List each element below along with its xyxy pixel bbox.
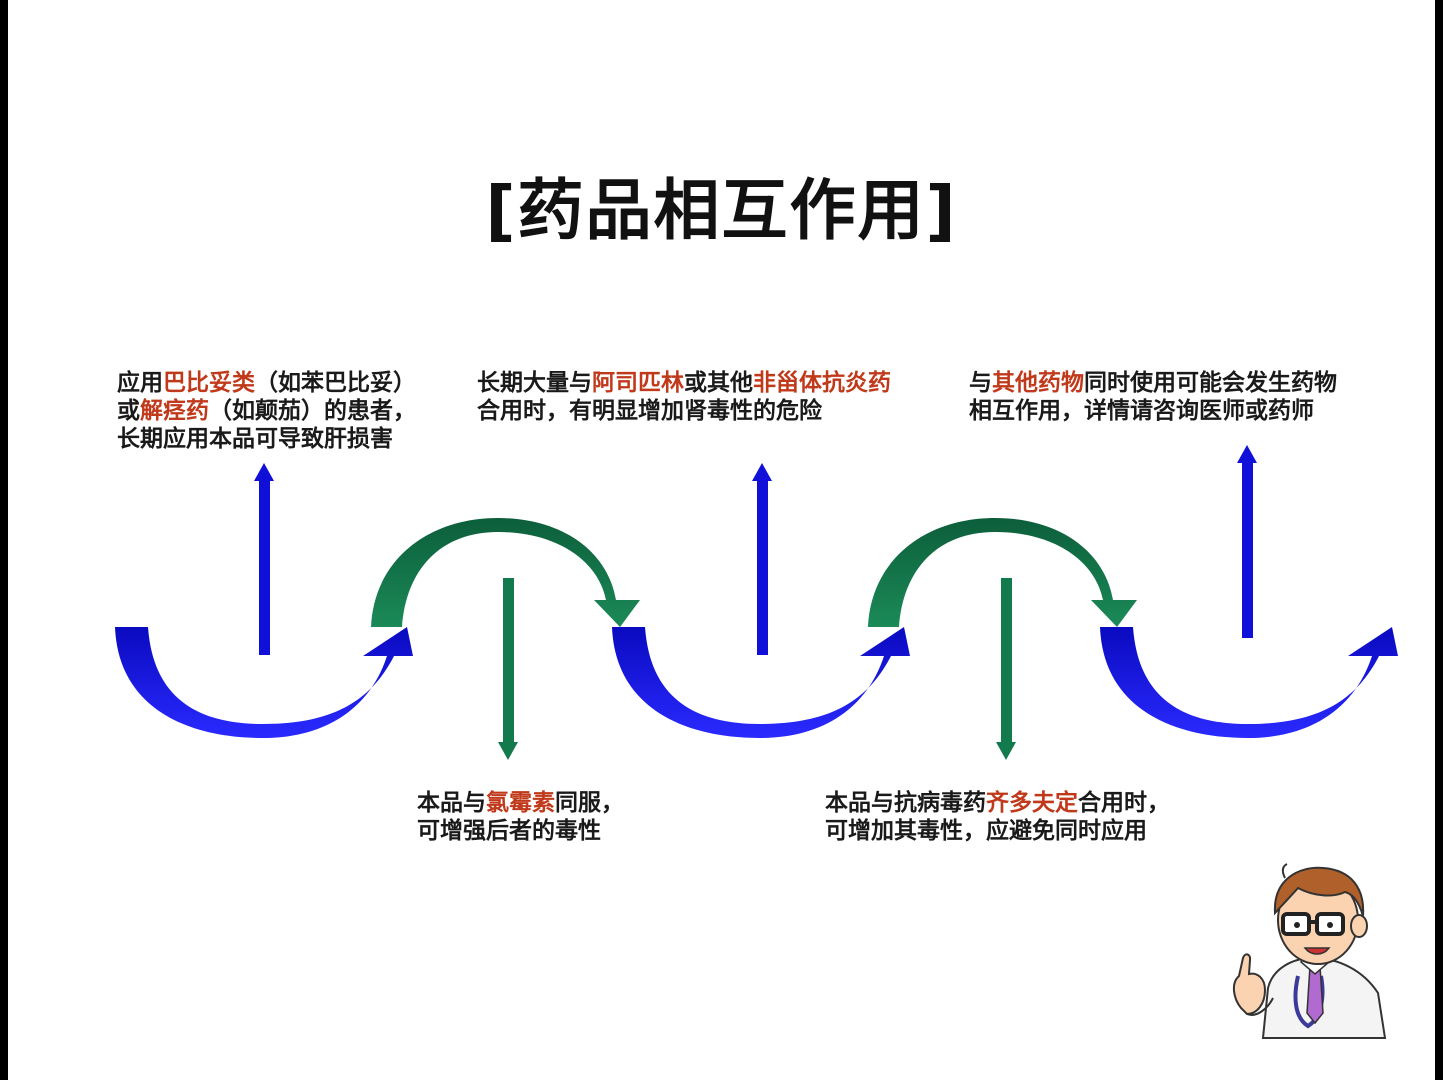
note-line: 与其他药物同时使用可能会发生药物 (969, 369, 1337, 397)
drug-highlight: 氯霉素 (486, 790, 555, 816)
blue-up-arrow-2 (752, 463, 772, 655)
note-line: 应用巴比妥类（如苯巴比妥） (117, 369, 416, 397)
note-line: 可增强后者的毒性 (417, 818, 601, 844)
note-chloramphenicol: 本品与氯霉素同服， 可增强后者的毒性 (417, 789, 624, 845)
note-text: 同时使用可能会发生药物 (1084, 370, 1337, 396)
drug-highlight: 阿司匹林 (592, 370, 684, 396)
note-text: （如颠茄）的患者， (209, 398, 416, 424)
note-line: 本品与氯霉素同服， (417, 789, 624, 817)
note-line: 长期大量与阿司匹林或其他非甾体抗炎药 (477, 369, 891, 397)
note-text: 本品与抗病毒药 (825, 790, 986, 816)
title-text: 药品相互作用 (517, 171, 926, 249)
drug-highlight: 非甾体抗炎药 (753, 370, 891, 396)
blue-arc-3 (1100, 627, 1398, 738)
title-close-bracket: ] (925, 172, 958, 249)
note-aspirin: 长期大量与阿司匹林或其他非甾体抗炎药 合用时，有明显增加肾毒性的危险 (477, 369, 891, 425)
interaction-flow-diagram (115, 445, 1398, 760)
note-line: 可增加其毒性，应避免同时应用 (825, 818, 1147, 844)
note-other-drugs: 与其他药物同时使用可能会发生药物 相互作用，详情请咨询医师或药师 (969, 369, 1337, 425)
note-text: 与 (969, 370, 992, 396)
drug-highlight: 齐多夫定 (986, 790, 1078, 816)
note-text: 或其他 (684, 370, 753, 396)
note-text: （如苯巴比妥） (255, 370, 416, 396)
title-open-bracket: [ (485, 172, 518, 249)
green-down-arrow-2 (996, 578, 1016, 760)
blue-arc-2 (612, 627, 910, 738)
blue-up-arrow-3 (1237, 445, 1257, 638)
green-down-arrow-1 (498, 578, 518, 760)
blue-up-arrow-1 (254, 463, 274, 655)
drug-highlight: 巴比妥类 (163, 370, 255, 396)
note-line: 相互作用，详情请咨询医师或药师 (969, 398, 1314, 424)
green-arc-2 (868, 518, 1137, 627)
note-line: 或解痉药（如颠茄）的患者， (117, 397, 416, 425)
green-arc-1 (371, 518, 640, 627)
note-line: 合用时，有明显增加肾毒性的危险 (477, 398, 822, 424)
note-text: 合用时， (1078, 790, 1170, 816)
note-line: 本品与抗病毒药齐多夫定合用时， (825, 789, 1170, 817)
drug-highlight: 其他药物 (992, 370, 1084, 396)
doctor-cartoon-illustration (1233, 863, 1387, 1039)
slide: [药品相互作用] (8, 0, 1435, 1080)
page-title: [药品相互作用] (8, 165, 1435, 256)
note-text: 长期大量与 (477, 370, 592, 396)
note-text: 或 (117, 398, 140, 424)
note-text: 应用 (117, 370, 163, 396)
note-text: 本品与 (417, 790, 486, 816)
drug-highlight: 解痉药 (140, 398, 209, 424)
note-text: 同服， (555, 790, 624, 816)
note-barbiturates: 应用巴比妥类（如苯巴比妥） 或解痉药（如颠茄）的患者， 长期应用本品可导致肝损害 (117, 369, 416, 453)
note-zidovudine: 本品与抗病毒药齐多夫定合用时， 可增加其毒性，应避免同时应用 (825, 789, 1170, 845)
note-line: 长期应用本品可导致肝损害 (117, 426, 393, 452)
blue-arc-1 (115, 627, 413, 738)
